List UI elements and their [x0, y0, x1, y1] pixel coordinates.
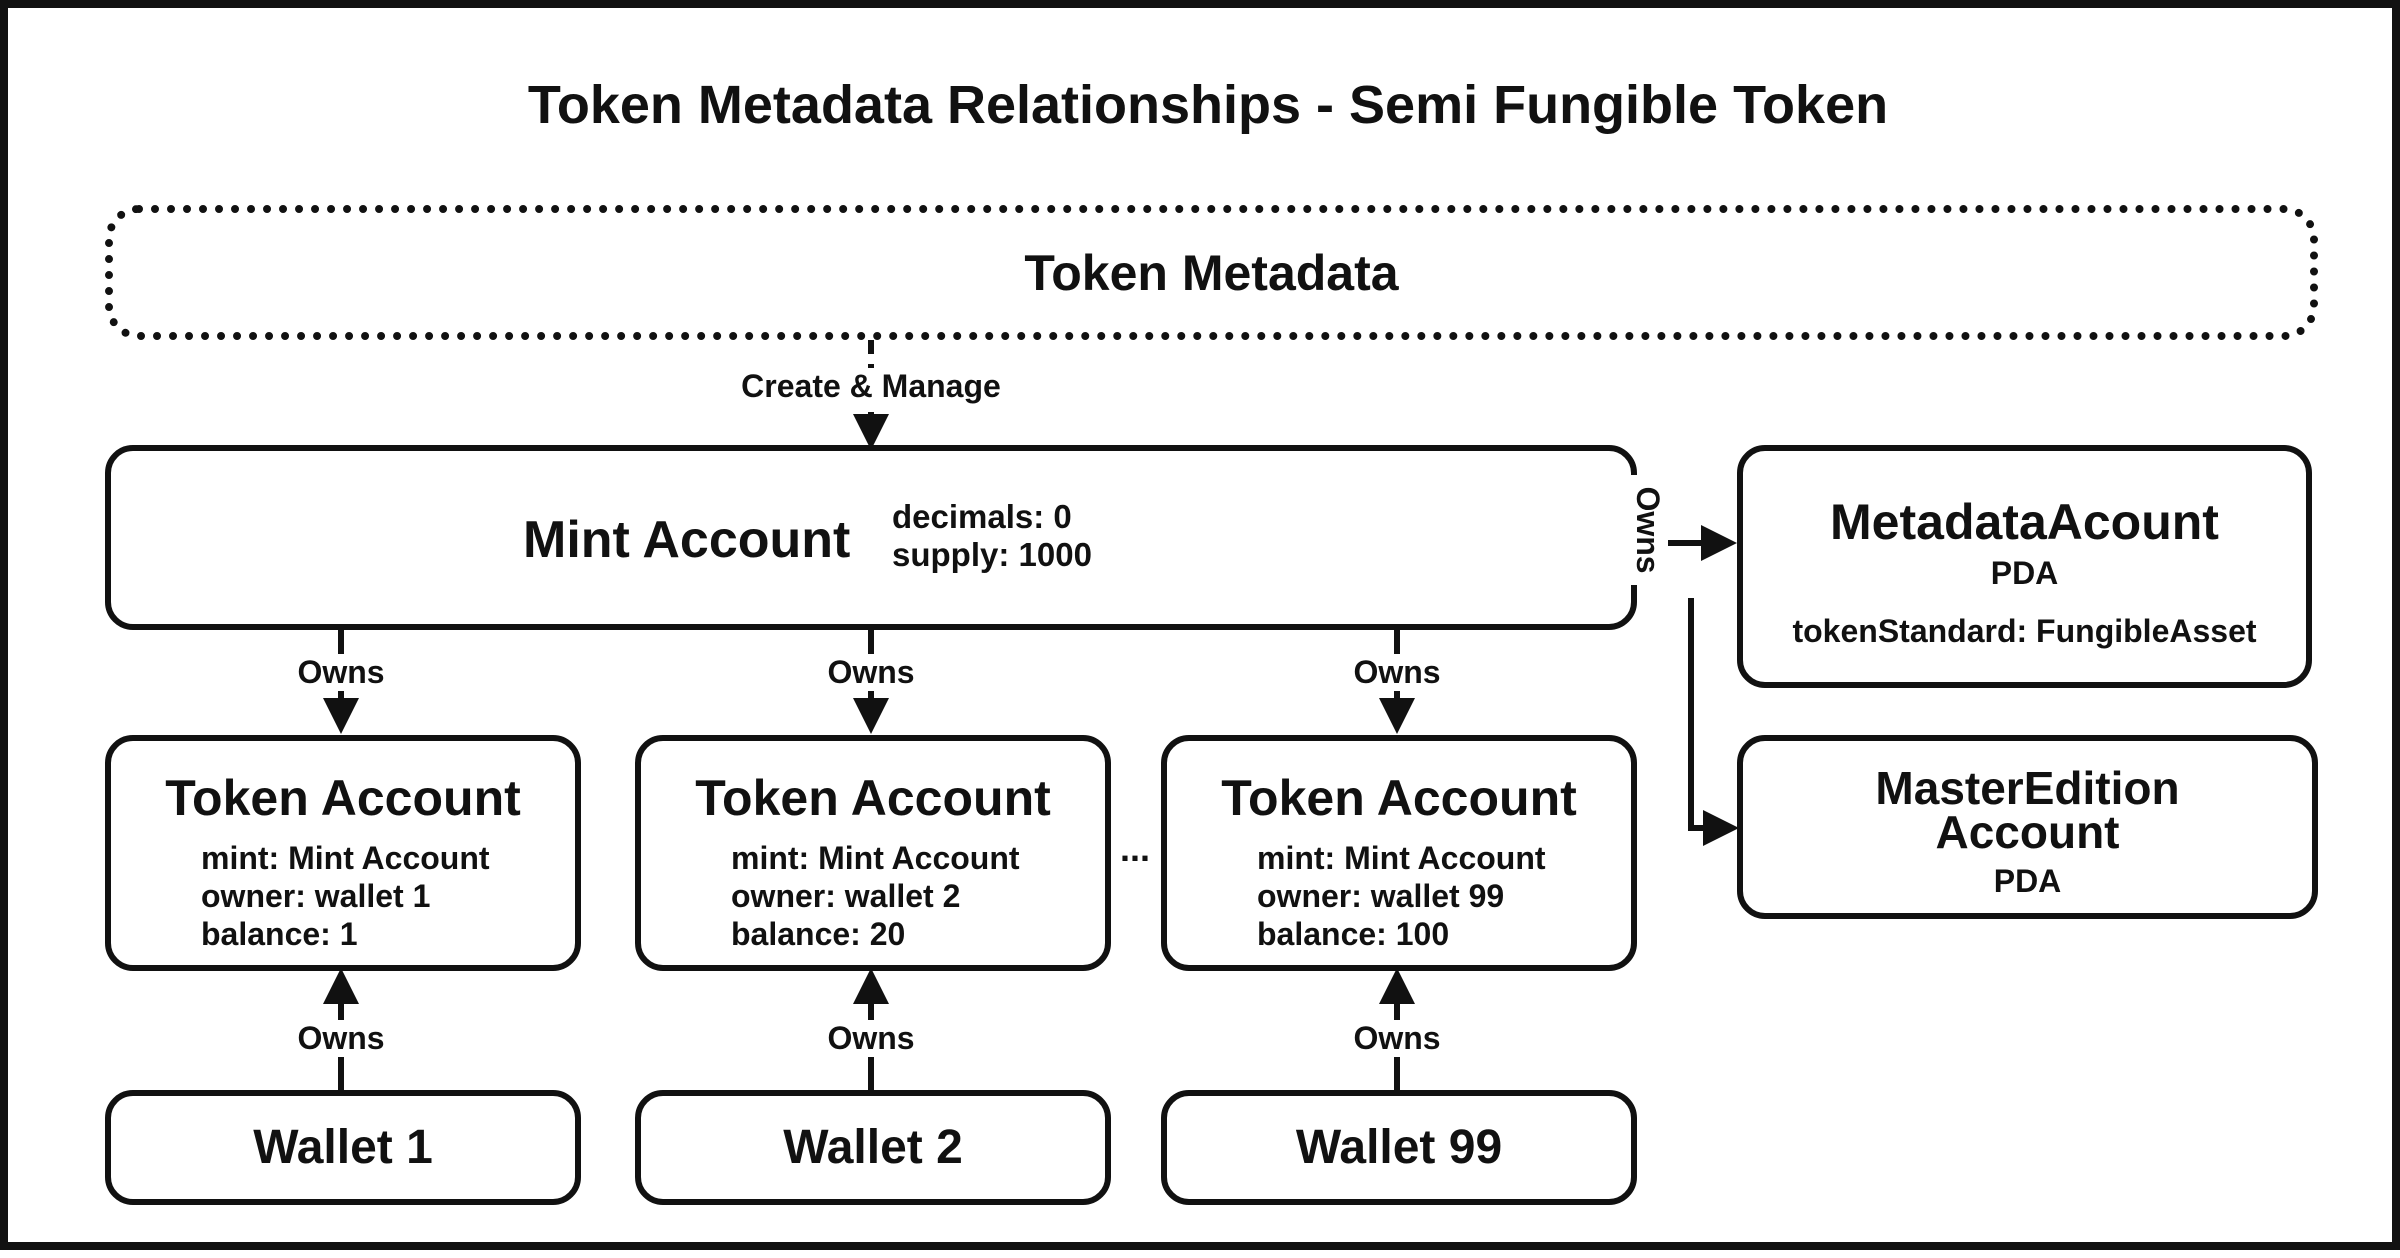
- token-metadata-label: Token Metadata: [1024, 244, 1399, 301]
- token-account-owner: owner: wallet 2: [731, 878, 961, 914]
- token-account-mint: mint: Mint Account: [731, 840, 1020, 876]
- token-account-properties: mint: Mint Account owner: wallet 99 bala…: [1257, 839, 1546, 953]
- token-account-owner: owner: wallet 1: [201, 878, 431, 914]
- owns-label: Owns: [1337, 1020, 1457, 1057]
- mint-account-properties: decimals: 0 supply: 1000: [892, 498, 1092, 574]
- token-account-mint: mint: Mint Account: [201, 840, 490, 876]
- owns-label: Owns: [281, 654, 401, 691]
- token-account-box-1: Token Account mint: Mint Account owner: …: [105, 735, 581, 971]
- token-account-title: Token Account: [1221, 770, 1577, 826]
- wallet-box-99: Wallet 99: [1161, 1090, 1637, 1205]
- owns-label: Owns: [281, 1020, 401, 1057]
- token-account-box-99: Token Account mint: Mint Account owner: …: [1161, 735, 1637, 971]
- wallet-box-2: Wallet 2: [635, 1090, 1111, 1205]
- connector-layer: [323, 340, 1739, 1090]
- ellipsis: ...: [1120, 828, 1151, 869]
- owns-label: Owns: [1337, 654, 1457, 691]
- token-account-balance: balance: 1: [201, 916, 358, 952]
- master-edition-title-line2: Account: [1935, 806, 2120, 858]
- owns-label: Owns: [811, 654, 931, 691]
- metadata-account-token-standard: tokenStandard: FungibleAsset: [1792, 613, 2257, 649]
- token-account-title: Token Account: [165, 770, 521, 826]
- token-account-balance: balance: 100: [1257, 916, 1450, 952]
- token-account-title: Token Account: [695, 770, 1051, 826]
- metadata-account-subtitle: PDA: [1990, 555, 2059, 591]
- master-edition-title-line1: MasterEdition: [1875, 762, 2180, 814]
- token-account-properties: mint: Mint Account owner: wallet 1 balan…: [201, 839, 490, 953]
- mint-account-title: Mint Account: [523, 511, 851, 569]
- metadata-account-box: MetadataAcount PDA tokenStandard: Fungib…: [1737, 445, 2312, 688]
- token-account-balance: balance: 20: [731, 916, 906, 952]
- diagram-title: Token Metadata Relationships - Semi Fung…: [527, 75, 1889, 135]
- metadata-account-title: MetadataAcount: [1830, 494, 2219, 550]
- token-account-owner: owner: wallet 99: [1257, 878, 1505, 914]
- master-edition-account-box: MasterEdition Account PDA: [1737, 735, 2318, 919]
- owns-label-rotated: Owns: [1628, 475, 1668, 585]
- mint-decimals: decimals: 0: [892, 498, 1072, 535]
- master-edition-subtitle: PDA: [1993, 863, 2062, 899]
- token-account-properties: mint: Mint Account owner: wallet 2 balan…: [731, 839, 1020, 953]
- token-account-mint: mint: Mint Account: [1257, 840, 1546, 876]
- create-manage-label: Create & Manage: [738, 368, 1004, 405]
- mint-supply: supply: 1000: [892, 536, 1092, 573]
- wallet-label: Wallet 1: [253, 1121, 433, 1174]
- wallet-label: Wallet 2: [783, 1121, 963, 1174]
- token-metadata-box: Token Metadata: [105, 205, 2318, 340]
- token-account-box-2: Token Account mint: Mint Account owner: …: [635, 735, 1111, 971]
- owns-arrow-mint-to-master-edition: [1688, 598, 1739, 846]
- mint-account-box: [105, 445, 1637, 630]
- owns-label: Owns: [811, 1020, 931, 1057]
- wallet-box-1: Wallet 1: [105, 1090, 581, 1205]
- wallet-label: Wallet 99: [1295, 1121, 1503, 1174]
